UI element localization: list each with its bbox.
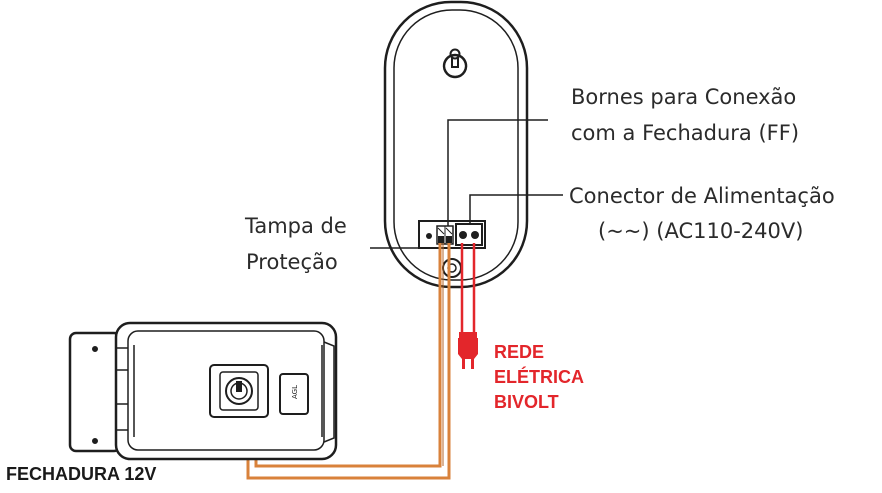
- mains-wires: [460, 243, 476, 332]
- conector-label-line2: (~~) (AC110-240V): [598, 219, 804, 243]
- rede-label-line1: REDE: [494, 342, 545, 362]
- power-connector: [455, 223, 483, 246]
- keyhole-mount-icon: [442, 48, 468, 79]
- screw-icon: [426, 233, 432, 239]
- key-cylinder-icon: [209, 364, 269, 418]
- lock-badge-text: AGL: [291, 385, 299, 399]
- power-supply-device: [383, 0, 529, 289]
- fechadura-label: FECHADURA 12V: [6, 464, 157, 484]
- power-plug-icon: [458, 332, 478, 369]
- bornes-label-line2: com a Fechadura (FF): [571, 121, 800, 145]
- bornes-label-line1: Bornes para Conexão: [571, 85, 797, 109]
- rede-label-line2: ELÉTRICA: [494, 367, 584, 387]
- callout-lines: [370, 119, 563, 249]
- tampa-label-line1: Tampa de: [245, 214, 347, 238]
- lock-terminals: [436, 225, 454, 245]
- conector-label-line1: Conector de Alimentação: [569, 184, 835, 208]
- tampa-label-line2: Proteção: [246, 250, 338, 274]
- electric-lock: [68, 321, 338, 461]
- rede-label-line3: BIVOLT: [494, 392, 559, 412]
